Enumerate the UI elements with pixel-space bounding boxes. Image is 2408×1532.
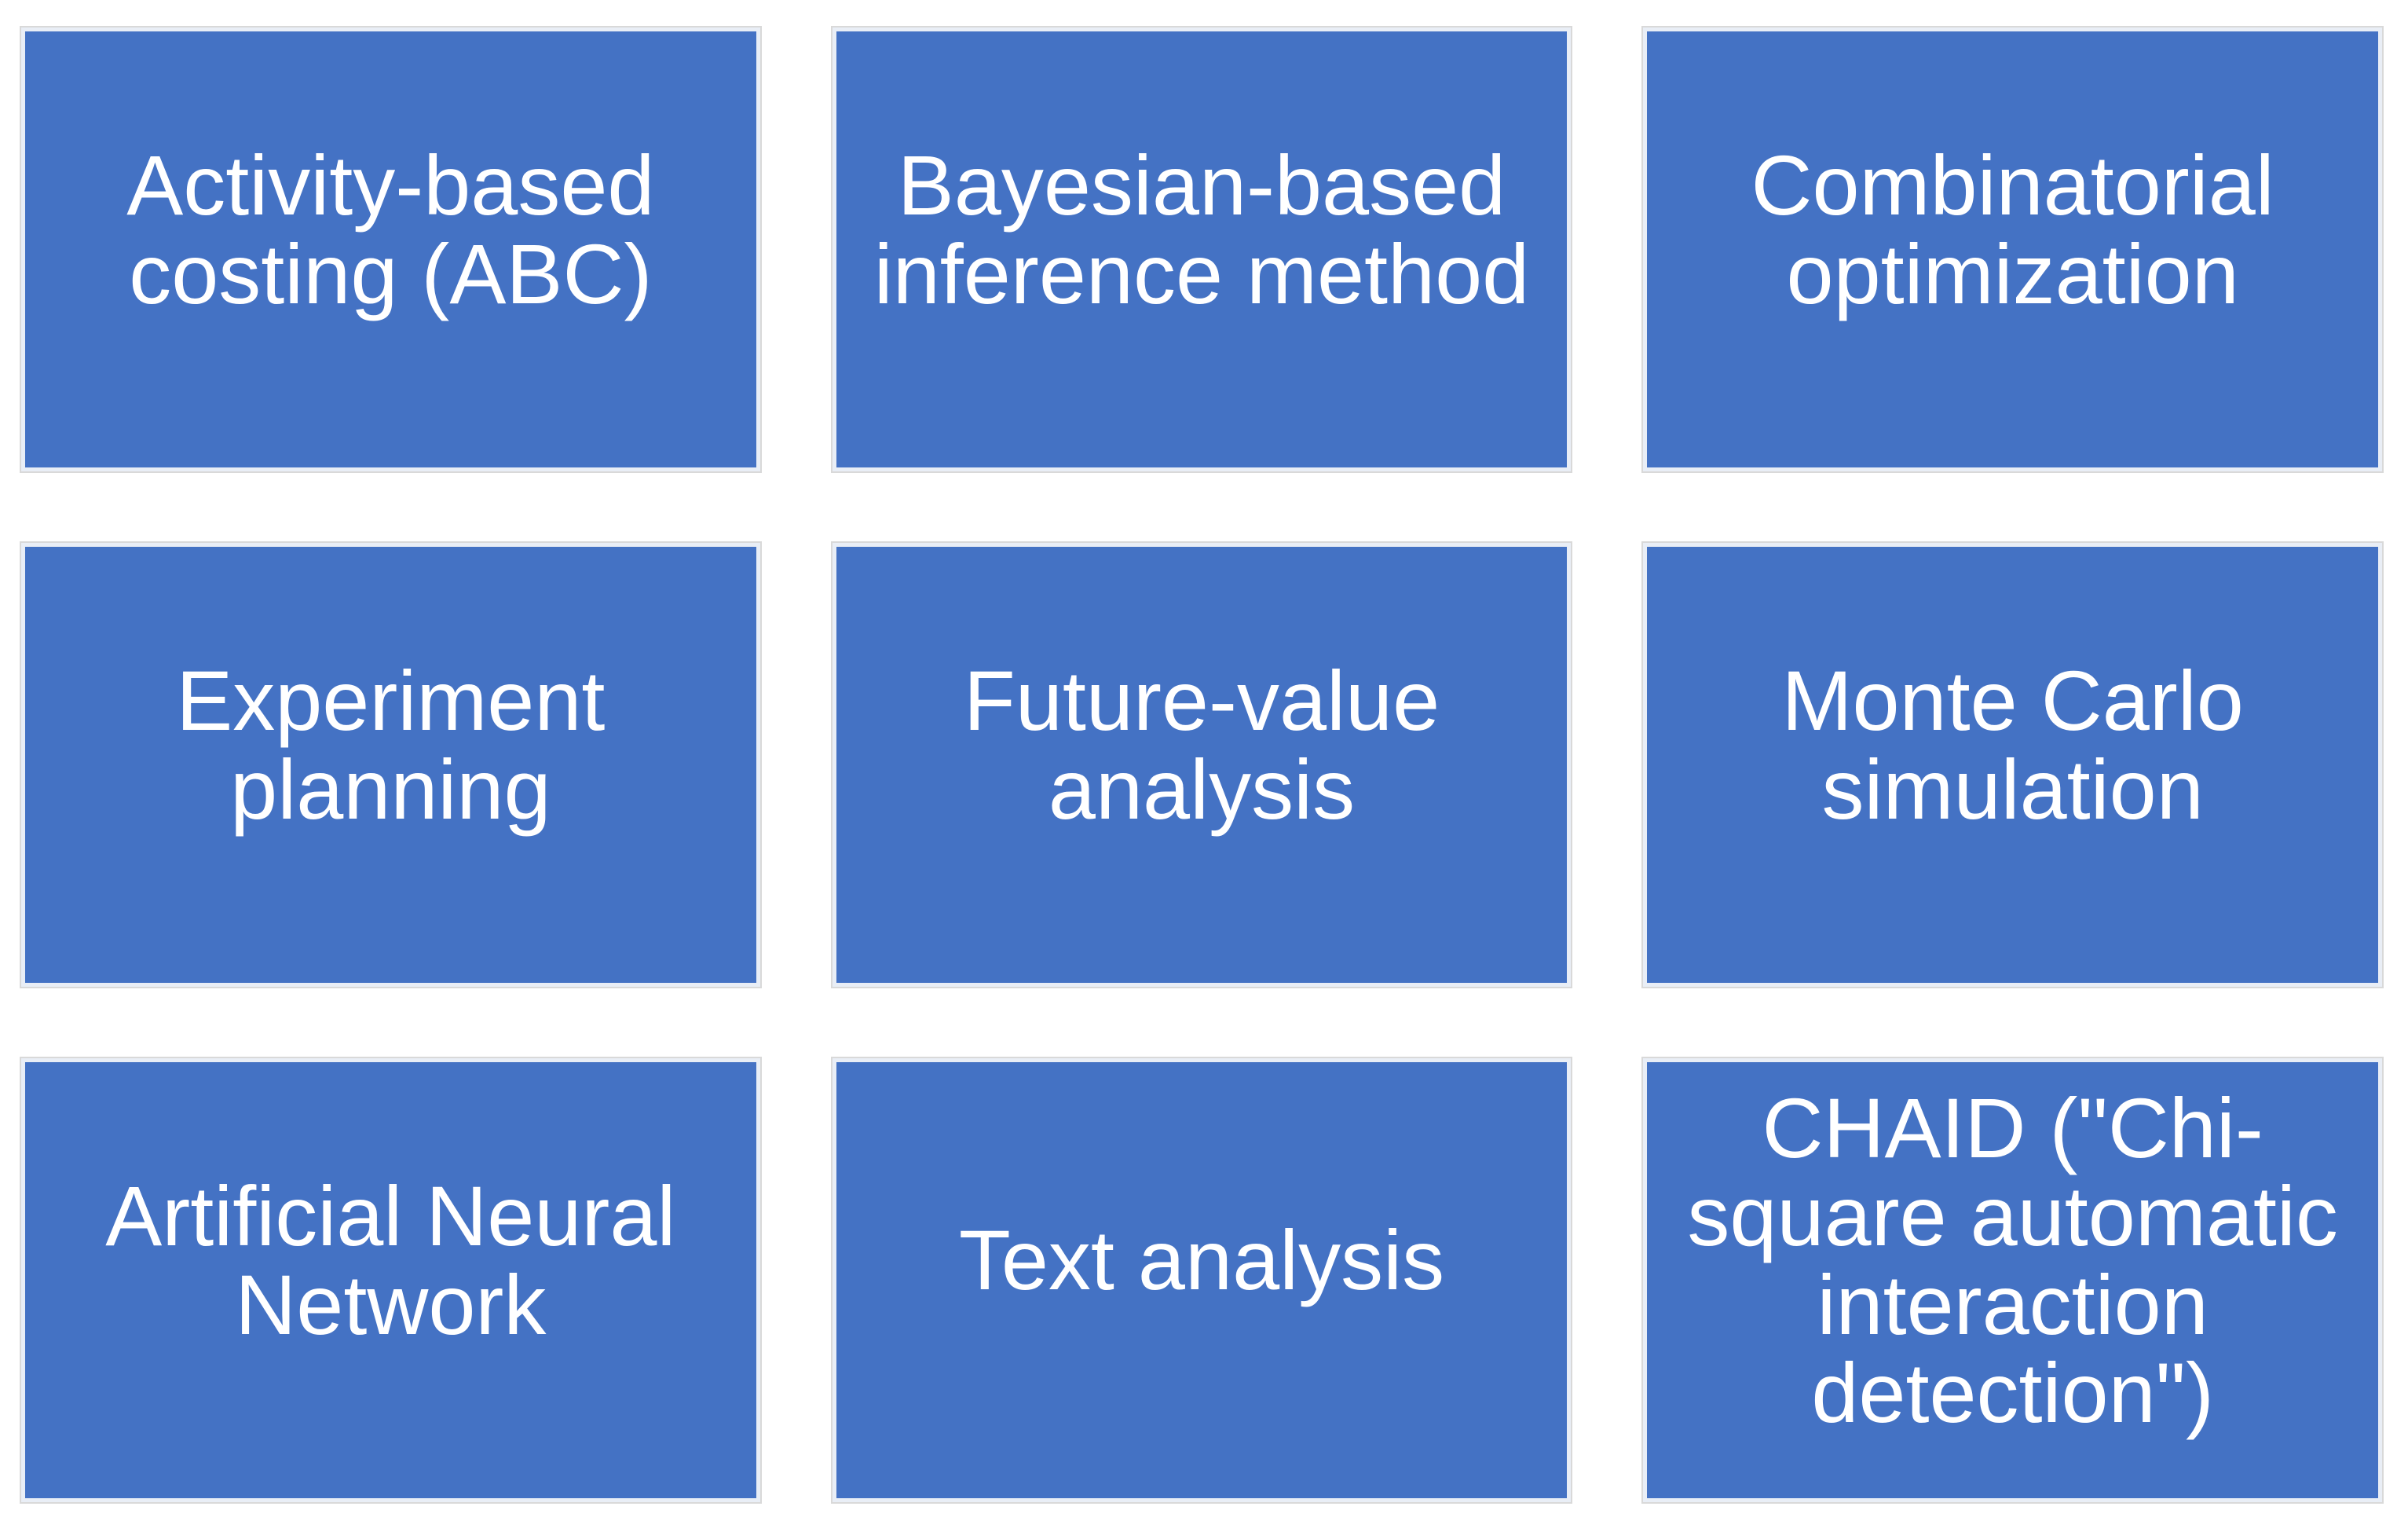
tile-label: Activity-based costing (ABC) bbox=[126, 137, 655, 321]
tile-future-value-analysis: Future-value analysis bbox=[830, 541, 1573, 988]
tile-experiment-planning: Experiment planning bbox=[20, 541, 762, 988]
tile-label: Future-value analysis bbox=[963, 653, 1440, 837]
tile-combinatorial-optimization: Combinatorial optimization bbox=[1641, 26, 2384, 473]
tile-artificial-neural-network: Artificial Neural Network bbox=[20, 1057, 762, 1504]
tile-label: Experiment planning bbox=[176, 653, 606, 837]
tile-bayesian-inference: Bayesian-based inference method bbox=[830, 26, 1573, 473]
tile-activity-based-costing: Activity-based costing (ABC) bbox=[20, 26, 762, 473]
tile-monte-carlo-simulation: Monte Carlo simulation bbox=[1641, 541, 2384, 988]
tile-text-analysis: Text analysis bbox=[830, 1057, 1573, 1504]
tile-label: Combinatorial optimization bbox=[1751, 137, 2274, 321]
tile-label: Artificial Neural Network bbox=[105, 1168, 676, 1352]
tile-label: Bayesian-based inference method bbox=[873, 137, 1530, 321]
tile-label: Text analysis bbox=[958, 1212, 1445, 1308]
tile-label: CHAID ("Chi-square automatic interaction… bbox=[1687, 1079, 2338, 1440]
tile-label: Monte Carlo simulation bbox=[1781, 653, 2244, 837]
tile-chaid: CHAID ("Chi-square automatic interaction… bbox=[1641, 1057, 2384, 1504]
method-grid: Activity-based costing (ABC) Bayesian-ba… bbox=[20, 26, 2384, 1504]
